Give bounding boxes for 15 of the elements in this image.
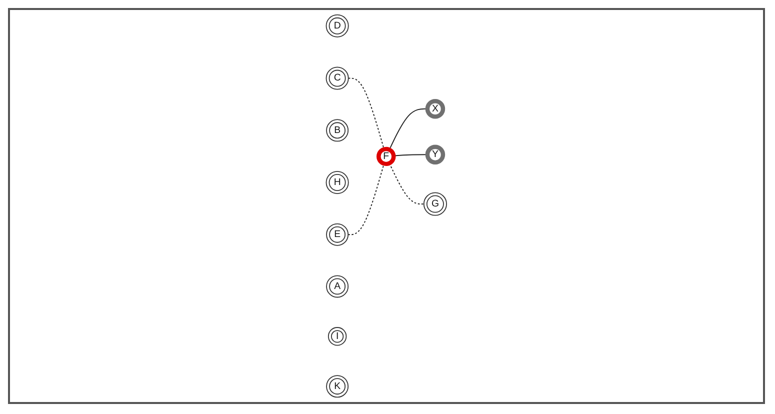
node-circle: C [326,66,349,90]
node-circle: E [326,223,349,246]
node-circle: A [326,275,349,298]
node-circle: B [326,119,349,142]
node-circle: F [376,146,396,166]
node-circle: X [425,99,446,119]
connector [348,78,385,150]
node-circle: H [326,170,349,194]
node-circle: I [328,327,347,346]
node-circle: Y [425,144,446,165]
node-circle: K [326,375,349,398]
node-circle: D [326,14,349,38]
connector [393,154,428,156]
connector [348,163,385,236]
node-circle: G [424,192,448,216]
